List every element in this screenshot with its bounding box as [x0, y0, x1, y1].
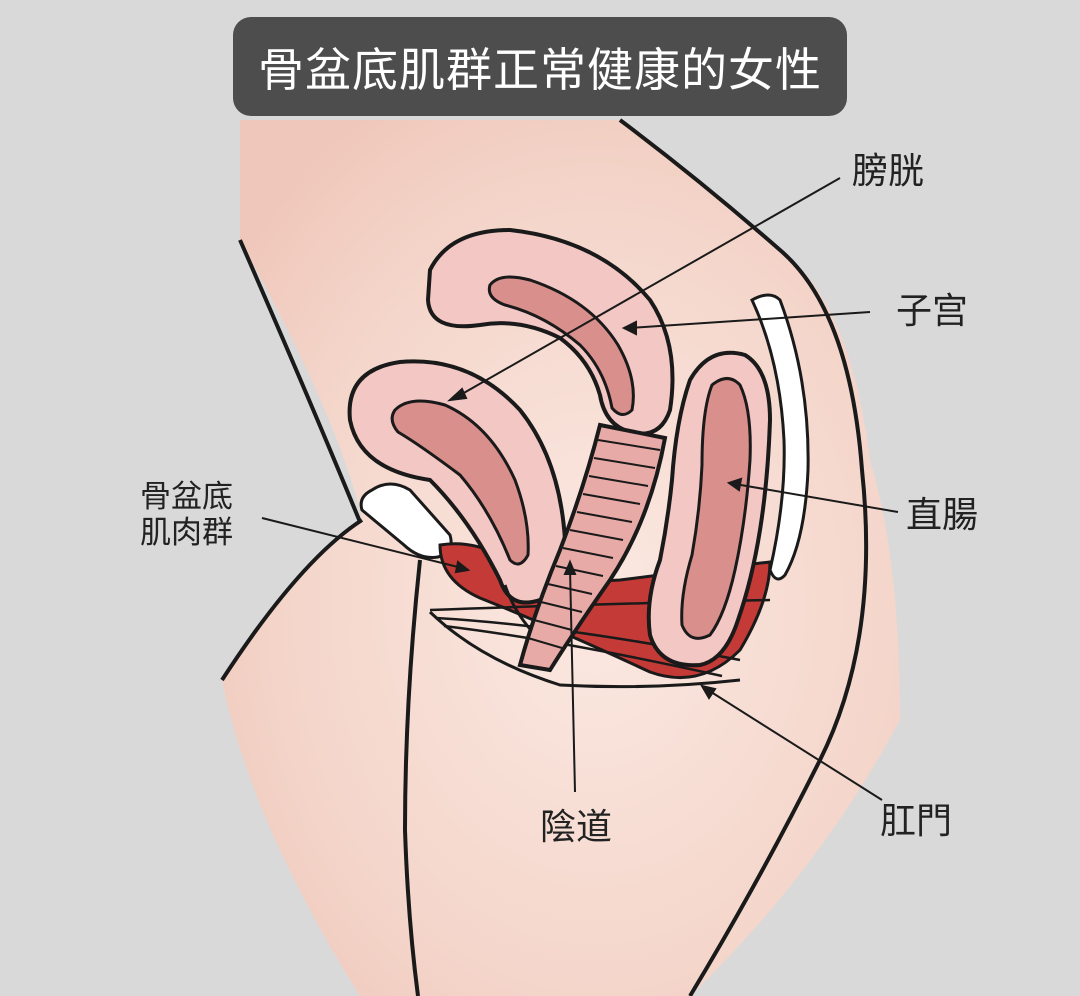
- arrow-uterus: [621, 320, 637, 336]
- label-bladder: 膀胱: [852, 151, 925, 192]
- leader-uterus: [629, 311, 871, 329]
- leader-vagina: [569, 567, 576, 793]
- belly-outline: [238, 239, 362, 523]
- leader-pelvic-floor: [261, 517, 463, 569]
- label-uterus: 子宫: [896, 291, 969, 332]
- pubic-bone: [359, 482, 453, 559]
- leader-bladder: [454, 177, 841, 399]
- thigh-outline: [220, 518, 364, 682]
- leader-rectum: [734, 483, 899, 513]
- rectum-inner: [680, 377, 752, 640]
- perineum-outline: [428, 610, 741, 689]
- back-outline: [618, 118, 869, 996]
- vagina-rugae: [527, 439, 661, 649]
- vagina-tube: [517, 422, 668, 673]
- arrow-pelvic-floor: [454, 560, 471, 574]
- page-title: 骨盆底肌群正常健康的女性: [258, 42, 822, 97]
- label-pelvic-floor-line1: 骨盆底: [140, 479, 233, 515]
- bladder-inner: [390, 399, 530, 566]
- uterus-inner: [487, 275, 635, 416]
- leader-lines: [261, 177, 899, 801]
- label-pelvic-floor: 骨盆底 肌肉群: [140, 479, 233, 551]
- leader-anus: [707, 689, 883, 801]
- sacrum-strip: [750, 293, 810, 581]
- label-anus: 肛門: [880, 801, 953, 842]
- label-vagina: 陰道: [540, 807, 613, 848]
- arrow-bladder: [447, 387, 468, 402]
- inner-thigh-line: [402, 559, 422, 996]
- title-banner: 骨盆底肌群正常健康的女性: [233, 17, 847, 116]
- label-rectum: 直腸: [906, 495, 979, 536]
- arrow-vagina: [563, 559, 577, 575]
- arrow-anus: [699, 684, 717, 700]
- label-pelvic-floor-line2: 肌肉群: [140, 514, 233, 551]
- arrow-rectum: [726, 477, 743, 492]
